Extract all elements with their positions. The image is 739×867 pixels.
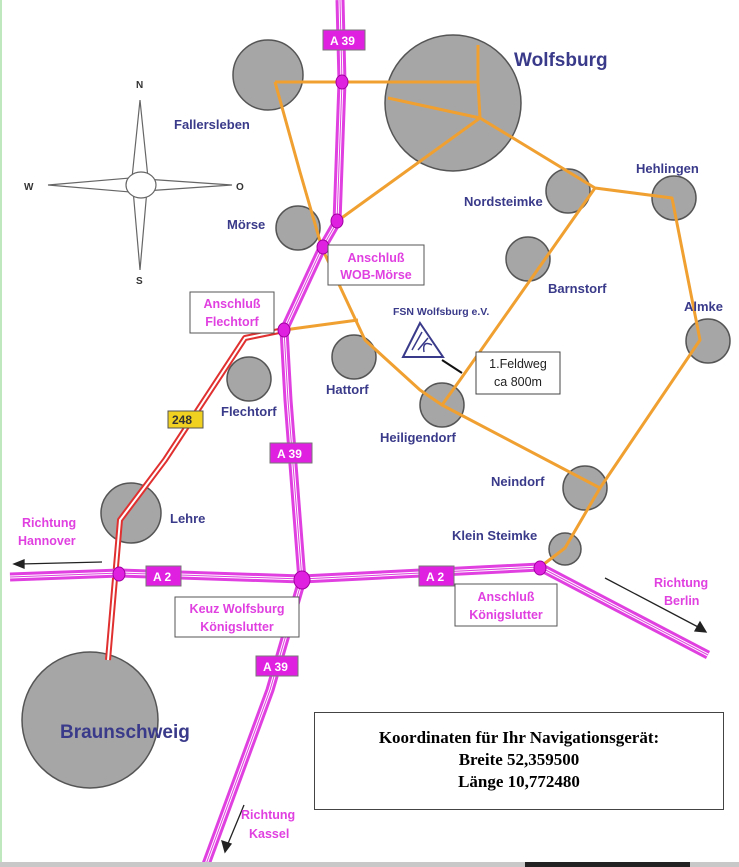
svg-text:A 39: A 39 (330, 34, 355, 48)
junction-flechtorf: Anschluß Flechtorf (189, 291, 275, 334)
junction-kreuz: Keuz Wolfsburg Königslutter (174, 596, 300, 638)
label-nordsteimke: Nordsteimke (464, 194, 543, 209)
town-hehlingen (651, 175, 697, 221)
label-klein-steimke: Klein Steimke (452, 528, 537, 543)
feldweg-note: 1.Feldweg ca 800m (475, 351, 561, 395)
svg-text:248: 248 (172, 413, 192, 427)
svg-text:WOB-Mörse: WOB-Mörse (340, 268, 412, 282)
label-moerse: Mörse (227, 217, 265, 232)
svg-text:Königslutter: Königslutter (469, 608, 543, 622)
direction-berlin-1: Richtung (654, 576, 708, 590)
label-heiligendorf: Heiligendorf (380, 430, 457, 445)
label-lehre: Lehre (170, 511, 205, 526)
compass-n: N (136, 80, 143, 91)
coordinates-latitude: Breite 52,359500 (458, 750, 580, 769)
svg-text:A 2: A 2 (426, 570, 445, 584)
label-almke: Almke (684, 299, 723, 314)
town-neindorf (562, 465, 608, 511)
compass-s: S (136, 276, 143, 287)
left-border (0, 0, 2, 867)
town-fallersleben (232, 39, 304, 111)
town-moerse (275, 205, 321, 251)
glider-club-icon (401, 321, 445, 358)
coordinates-longitude: Länge 10,772480 (458, 772, 580, 791)
pointer-line (441, 359, 463, 374)
local-roads (273, 45, 702, 569)
label-flechtorf: Flechtorf (221, 404, 277, 419)
svg-text:Anschluß: Anschluß (348, 251, 405, 265)
svg-text:Anschluß: Anschluß (204, 297, 261, 311)
junction-markers (112, 74, 547, 590)
label-wolfsburg: Wolfsburg (514, 50, 608, 71)
b248-shield: 248 (167, 410, 204, 429)
label-barnstorf: Barnstorf (548, 281, 607, 296)
svg-text:Anschluß: Anschluß (478, 590, 535, 604)
label-fallersleben: Fallersleben (174, 117, 250, 132)
label-hehlingen: Hehlingen (636, 161, 699, 176)
direction-berlin-2: Berlin (664, 594, 699, 608)
town-hattorf (331, 334, 377, 380)
svg-text:Keuz Wolfsburg: Keuz Wolfsburg (190, 602, 285, 616)
direction-kassel-1: Richtung (241, 808, 295, 822)
compass-w: W (24, 182, 34, 193)
town-flechtorf (226, 356, 272, 402)
svg-text:Königslutter: Königslutter (200, 620, 274, 634)
svg-text:1.Feldweg: 1.Feldweg (489, 357, 547, 371)
junction-koenigslutter: Anschluß Königslutter (454, 583, 558, 627)
direction-kassel-2: Kassel (249, 827, 289, 841)
federal-road-248 (105, 327, 285, 661)
direction-hannover-1: Richtung (22, 516, 76, 530)
town-wolfsburg (384, 34, 522, 172)
label-neindorf: Neindorf (491, 474, 545, 489)
coordinates-title: Koordinaten für Ihr Navigationsgerät: (378, 728, 660, 747)
svg-text:Flechtorf: Flechtorf (205, 315, 259, 329)
compass-rose-icon (47, 99, 233, 271)
town-braunschweig (21, 651, 159, 789)
a2-shield-east: A 2 (418, 565, 455, 587)
coordinates-box: Koordinaten für Ihr Navigationsgerät: Br… (314, 712, 724, 810)
svg-text:ca 800m: ca 800m (494, 375, 542, 389)
svg-text:A 39: A 39 (263, 660, 288, 674)
bottom-edge (0, 862, 739, 867)
a39-shield-top: A 39 (322, 29, 366, 51)
svg-text:A 39: A 39 (277, 447, 302, 461)
a39-shield-bottom: A 39 (255, 655, 299, 677)
direction-hannover-2: Hannover (18, 534, 76, 548)
label-braunschweig: Braunschweig (60, 722, 190, 743)
town-lehre (100, 482, 162, 544)
direction-arrows (12, 559, 708, 854)
a39-shield-middle: A 39 (269, 442, 313, 464)
label-hattorf: Hattorf (326, 382, 369, 397)
a2-shield-west: A 2 (145, 565, 182, 587)
bottom-edge-dark (525, 862, 690, 867)
junction-wob-moerse: Anschluß WOB-Mörse (327, 244, 425, 286)
svg-text:A 2: A 2 (153, 570, 172, 584)
destination-name: FSN Wolfsburg e.V. (393, 306, 489, 318)
town-almke (685, 318, 731, 364)
compass-o: O (236, 182, 244, 193)
